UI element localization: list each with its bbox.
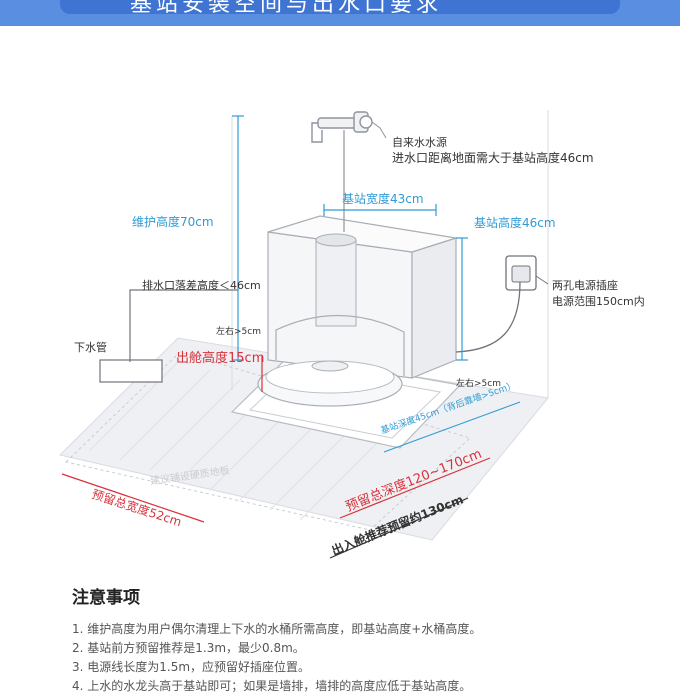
notes-section: 注意事项 1. 维护高度为用户偶尔清理上下水的水桶所需高度，即基站高度+水桶高度… — [72, 583, 672, 696]
power-cord — [455, 281, 521, 353]
notes-title: 注意事项 — [72, 588, 140, 608]
left-right-top-label: 左右>5cm — [216, 327, 261, 337]
station-body-side — [411, 237, 457, 379]
water-inlet-label: 进水口距离地面需大于基站高度46cm — [392, 151, 594, 165]
socket-label: 两孔电源插座 — [552, 279, 618, 292]
water-source-label: 自来水水源 — [392, 136, 447, 149]
reserve-width-line — [61, 473, 205, 523]
water-tank — [315, 239, 357, 327]
power-plug — [511, 265, 531, 283]
water-source-leader — [371, 121, 387, 139]
maintenance-height-label: 维护高度70cm — [132, 215, 214, 229]
socket-range-label: 电源范围150cm内 — [552, 295, 645, 308]
exit-height-label: 出舱高度15cm — [176, 351, 265, 366]
reserve-depth-line — [339, 457, 491, 519]
station-height-label: 基站高度46cm — [474, 216, 556, 230]
drain-drop-label: 排水口落差高度＜46cm — [142, 279, 261, 292]
left-right-side-label: 左右>5cm — [456, 379, 501, 389]
station-depth-line — [383, 401, 521, 453]
faucet — [311, 111, 373, 143]
socket-leader — [535, 275, 549, 285]
drain-hose — [129, 289, 238, 362]
top-banner: 基站安装空间与出水口要求 — [0, 0, 680, 26]
station-width-label: 基站宽度43cm — [342, 192, 424, 206]
robot-vacuum-lidar — [311, 360, 349, 372]
note-item-3: 3. 电源线长度为1.5m，应预留好插座位置。 — [72, 660, 311, 674]
exit-recommend-line — [329, 497, 469, 559]
station-arch — [275, 314, 405, 376]
banner-title: 基站安装空间与出水口要求 — [130, 0, 443, 17]
water-tank-top — [315, 233, 357, 247]
note-item-2: 2. 基站前方预留推荐是1.3m，最少0.8m。 — [72, 641, 305, 655]
drain-pipe-label: 下水管 — [74, 341, 107, 354]
banner-tab — [60, 0, 620, 14]
installation-diagram — [59, 110, 549, 559]
note-item-1: 1. 维护高度为用户偶尔清理上下水的水桶所需高度，即基站高度+水桶高度。 — [72, 622, 482, 636]
drain-pipe-box — [99, 359, 163, 383]
